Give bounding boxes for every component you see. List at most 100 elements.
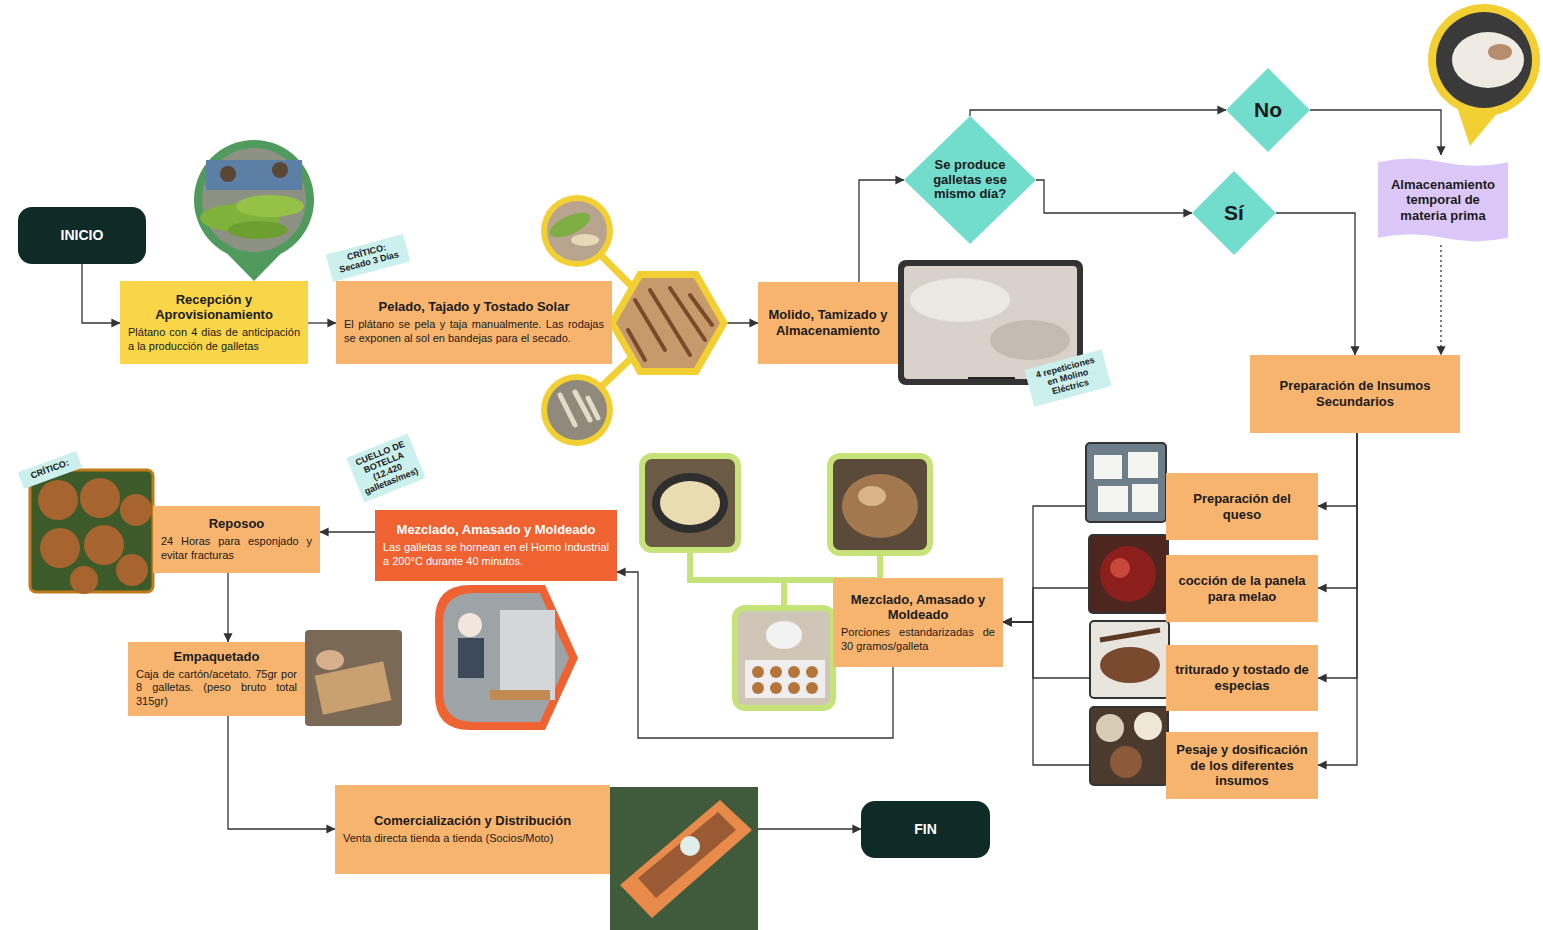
chip-strip <box>560 395 575 425</box>
photo-detail <box>990 320 1070 360</box>
photo-detail <box>220 166 236 182</box>
node-description: Plátano con 4 dias de anticipación a la … <box>128 326 300 354</box>
photo-detail <box>1100 546 1156 602</box>
subprocess-box: Preparación del queso <box>1166 473 1318 540</box>
node-title: Preparación de Insumos Secundarios <box>1258 378 1452 409</box>
cookie <box>788 682 800 694</box>
node-title: 4 repeticiones en Molino Eléctrics <box>1029 354 1106 401</box>
spice-photo <box>1090 621 1169 698</box>
node-description: El plátano se pela y taja manualmente. L… <box>344 318 604 346</box>
answer-diamond: No <box>1226 68 1310 152</box>
node-title: Pelado, Tajado y Tostado Solar <box>344 299 604 315</box>
node-title: CRÍTICO: <box>23 456 77 484</box>
reception-photo <box>194 140 314 281</box>
photo-detail <box>1134 712 1162 740</box>
photo-detail <box>638 812 736 898</box>
node-title: cocción de la panela para melao <box>1174 573 1310 604</box>
photo-detail <box>1100 630 1160 640</box>
photo-detail <box>766 621 802 649</box>
node-description: Venta directa tienda a tienda (Socios/Mo… <box>343 832 602 846</box>
node-title: INICIO <box>61 227 104 244</box>
node-title: Pesaje y dosificación de los diferentes … <box>1174 742 1310 789</box>
photo-frame <box>305 630 402 726</box>
node-description: 24 Horas para esponjado y evitar fractur… <box>161 535 312 563</box>
cheese-photo <box>1086 443 1166 522</box>
node-title: Molido, Tamizado y Almacenamiento <box>766 307 890 338</box>
note-tag: CRÍTICO: Secado 3 Días <box>326 234 411 282</box>
photo-ground <box>443 593 569 722</box>
photo-ground <box>1436 12 1532 108</box>
panela-photo <box>1089 535 1168 613</box>
node-title: Recepción y Aprovisionamiento <box>128 292 300 323</box>
photo-detail <box>652 473 728 533</box>
photo-detail <box>272 162 288 178</box>
photo-detail <box>680 836 700 856</box>
connector-arrow <box>320 531 375 532</box>
photo-detail <box>752 666 818 694</box>
storage-shape: Almacenamiento temporal de materia prima <box>1378 155 1508 245</box>
node-title: Preparación del queso <box>1174 491 1310 522</box>
process-box: Recepción y AprovisionamientoPlátano con… <box>120 281 308 364</box>
node-title: triturado y tostado de especias <box>1174 662 1310 693</box>
terminal-start: INICIO <box>18 207 146 264</box>
cookie <box>806 666 818 678</box>
cookie <box>80 478 120 518</box>
connector-arrow <box>308 322 336 323</box>
node-title: CRÍTICO: Secado 3 Días <box>331 239 406 277</box>
node-title: Mezclado, Amasado y Moldeado <box>841 592 995 623</box>
connector-arrow <box>1276 213 1355 355</box>
stored-flour-photo <box>1428 4 1540 146</box>
photo-frame <box>608 271 728 375</box>
diamond-fill <box>904 116 1036 244</box>
chip-strip <box>690 295 712 325</box>
cookie <box>788 666 800 678</box>
photo-frame <box>541 195 613 267</box>
oven-photo <box>435 585 578 730</box>
node-title: FIN <box>914 821 937 838</box>
node-description: Las galletas se hornean en el Horno Indu… <box>383 541 609 569</box>
cookies-photo <box>30 470 153 594</box>
photo-detail <box>910 278 1010 322</box>
photo-frame <box>735 608 833 708</box>
process-box: Comercialización y DistribuciónVenta dir… <box>335 785 610 874</box>
photo-frame <box>610 787 758 930</box>
connector-arrow <box>1318 433 1357 765</box>
subprocess-box: cocción de la panela para melao <box>1166 555 1318 622</box>
photo-detail <box>1128 452 1158 478</box>
photo-detail <box>500 610 555 700</box>
connector-arrow <box>82 264 120 323</box>
connector-arrow <box>1036 180 1192 213</box>
chip-strip <box>670 288 705 340</box>
photo-detail <box>206 160 302 190</box>
photo-detail <box>458 613 482 637</box>
photo-detail <box>1096 714 1124 742</box>
node-title: Mezclado, Amasado y Moldeado <box>383 522 609 538</box>
chip-strip <box>650 290 690 355</box>
subprocess-box: triturado y tostado de especias <box>1166 645 1318 711</box>
process-box: Preparación de Insumos Secundarios <box>1250 355 1460 433</box>
photo-detail <box>1452 32 1524 88</box>
packaging-photo <box>305 630 402 726</box>
cookie <box>38 480 78 520</box>
node-description: Porciones estandarizadas de 30 gramos/ga… <box>841 626 995 654</box>
photo-detail <box>316 650 344 670</box>
node-title: Reposoo <box>161 516 312 532</box>
connector-arrow <box>1318 433 1357 506</box>
process-box: Mezclado, Amasado y MoldeadoPorciones es… <box>833 578 1003 667</box>
photo-detail <box>620 800 752 918</box>
connector-arrow <box>859 180 904 282</box>
node-title: No <box>1254 98 1282 122</box>
photo-detail <box>1098 486 1128 512</box>
chip-strip <box>628 330 645 360</box>
product-photo <box>610 787 758 930</box>
cookie <box>806 682 818 694</box>
node-title: Empaquetado <box>136 649 297 665</box>
diamond-fill <box>1192 171 1276 255</box>
photo-detail <box>1488 44 1512 60</box>
cookie <box>84 525 124 565</box>
connector-arrow <box>1318 433 1357 588</box>
photo-detail <box>1110 558 1130 578</box>
photo-ground <box>202 148 306 252</box>
cookie <box>770 666 782 678</box>
